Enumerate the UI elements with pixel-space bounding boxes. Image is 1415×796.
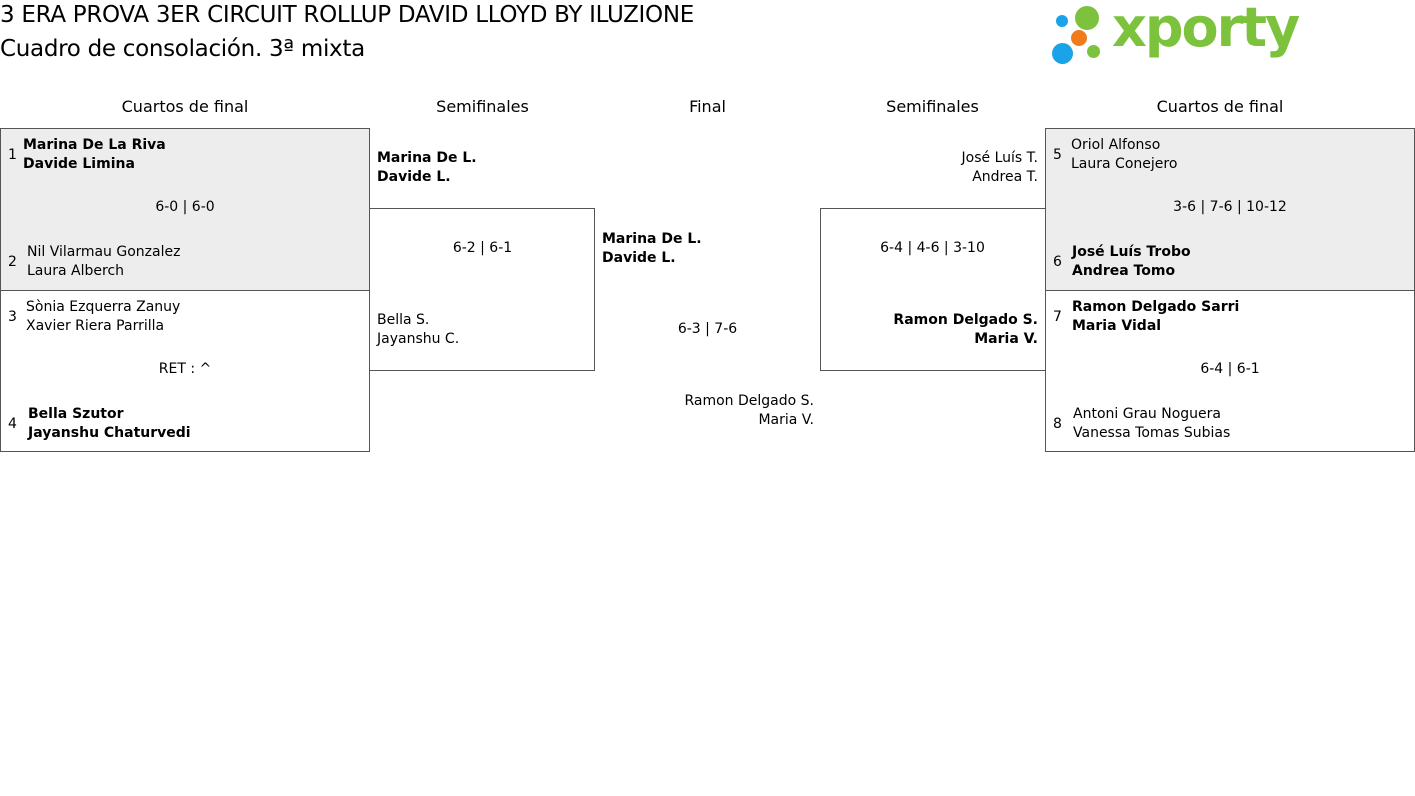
- player-name: Davide Limina: [23, 156, 135, 172]
- match-score: 6-4 | 6-1: [1200, 361, 1260, 377]
- player-name: Jayanshu Chaturvedi: [28, 425, 191, 441]
- left-sf-connector: [370, 208, 595, 371]
- draw-subtitle: Cuadro de consolación. 3ª mixta: [0, 36, 365, 62]
- player-name: Marina De L.: [602, 231, 702, 247]
- match-divider: [1, 290, 369, 291]
- logo-dot-blue: [1056, 15, 1068, 27]
- match-score: 6-0 | 6-0: [155, 199, 215, 215]
- player-name: Laura Alberch: [27, 263, 125, 279]
- player-name: Andrea Tomo: [1072, 263, 1176, 279]
- logo-dot-green-small: [1087, 45, 1100, 58]
- player-name: Maria V.: [974, 331, 1038, 347]
- match-score: RET : ^: [158, 361, 212, 377]
- logo-dot-blue-large: [1052, 43, 1073, 64]
- qf-match-3[interactable]: 5 Oriol Alfonso Laura Conejero 3-6 | 7-6…: [1046, 129, 1414, 290]
- seed-number: 8: [1053, 416, 1062, 432]
- round-header-final: Final: [689, 97, 726, 116]
- right-sf-connector: [820, 208, 1045, 371]
- qf-match-4[interactable]: 7 Ramon Delgado Sarri Maria Vidal 6-4 | …: [1046, 291, 1414, 452]
- seed-number: 7: [1053, 309, 1062, 325]
- match-score: 6-2 | 6-1: [452, 240, 513, 256]
- seed-number: 3: [8, 309, 17, 325]
- round-header-left-qf: Cuartos de final: [121, 97, 249, 116]
- player-name: José Luís T.: [961, 150, 1038, 166]
- player-name: Nil Vilarmau Gonzalez: [27, 244, 181, 260]
- logo-wordmark: xporty: [1112, 0, 1300, 59]
- seed-number: 2: [8, 254, 17, 270]
- seed-number: 5: [1053, 147, 1062, 163]
- match-score: 6-4 | 4-6 | 3-10: [880, 240, 985, 256]
- player-name: Ramon Delgado S.: [893, 312, 1038, 328]
- round-header-left-sf: Semifinales: [436, 97, 529, 116]
- player-name: Marina De L.: [377, 150, 477, 166]
- seed-number: 6: [1053, 254, 1062, 270]
- player-name: Maria V.: [758, 412, 814, 428]
- right-qf-viewport: 5 Oriol Alfonso Laura Conejero 3-6 | 7-6…: [1045, 128, 1415, 452]
- player-name: Bella S.: [377, 312, 430, 328]
- round-header-right-qf: Cuartos de final: [1156, 97, 1284, 116]
- match-divider: [1046, 290, 1414, 291]
- player-name: Ramon Delgado Sarri: [1072, 299, 1240, 315]
- player-name: José Luís Trobo: [1072, 244, 1191, 260]
- seed-number: 4: [8, 416, 17, 432]
- round-header-right-sf: Semifinales: [886, 97, 979, 116]
- player-name: Xavier Riera Parrilla: [26, 318, 165, 334]
- player-name: Ramon Delgado S.: [684, 393, 814, 409]
- player-name: Vanessa Tomas Subias: [1073, 425, 1231, 441]
- match-score: 6-3 | 7-6: [677, 321, 738, 337]
- logo-dot-orange: [1071, 30, 1087, 46]
- player-name: Maria Vidal: [1072, 318, 1162, 334]
- player-name: Marina De La Riva: [23, 137, 166, 153]
- left-sf-match[interactable]: Marina De L. Davide L. 6-2 | 6-1 Bella S…: [370, 128, 595, 371]
- player-name: Sònia Ezquerra Zanuy: [26, 299, 181, 315]
- match-score: 3-6 | 7-6 | 10-12: [1173, 199, 1287, 215]
- player-name: Antoni Grau Noguera: [1073, 406, 1221, 422]
- player-name: Andrea T.: [972, 169, 1038, 185]
- player-name: Davide L.: [602, 250, 676, 266]
- seed-number: 1: [8, 147, 17, 163]
- qf-match-1[interactable]: 1 Marina De La Riva Davide Limina 6-0 | …: [1, 129, 369, 290]
- final-match[interactable]: Marina De L. Davide L. 6-3 | 7-6 Ramon D…: [595, 209, 820, 439]
- tournament-title: 3 ERA PROVA 3ER CIRCUIT ROLLUP DAVID LLO…: [0, 2, 694, 28]
- logo-dot-green: [1075, 6, 1099, 30]
- left-qf-block: 1 Marina De La Riva Davide Limina 6-0 | …: [0, 128, 370, 452]
- xporty-logo[interactable]: xporty: [1050, 0, 1300, 66]
- player-name: Jayanshu C.: [377, 331, 460, 347]
- right-qf-block: 5 Oriol Alfonso Laura Conejero 3-6 | 7-6…: [1045, 128, 1415, 452]
- right-sf-match[interactable]: José Luís T. Andrea T. 6-4 | 4-6 | 3-10 …: [820, 128, 1045, 371]
- player-name: Laura Conejero: [1071, 156, 1178, 172]
- qf-match-2[interactable]: 3 Sònia Ezquerra Zanuy Xavier Riera Parr…: [1, 291, 369, 452]
- player-name: Bella Szutor: [28, 406, 124, 422]
- player-name: Davide L.: [377, 169, 451, 185]
- player-name: Oriol Alfonso: [1071, 137, 1161, 153]
